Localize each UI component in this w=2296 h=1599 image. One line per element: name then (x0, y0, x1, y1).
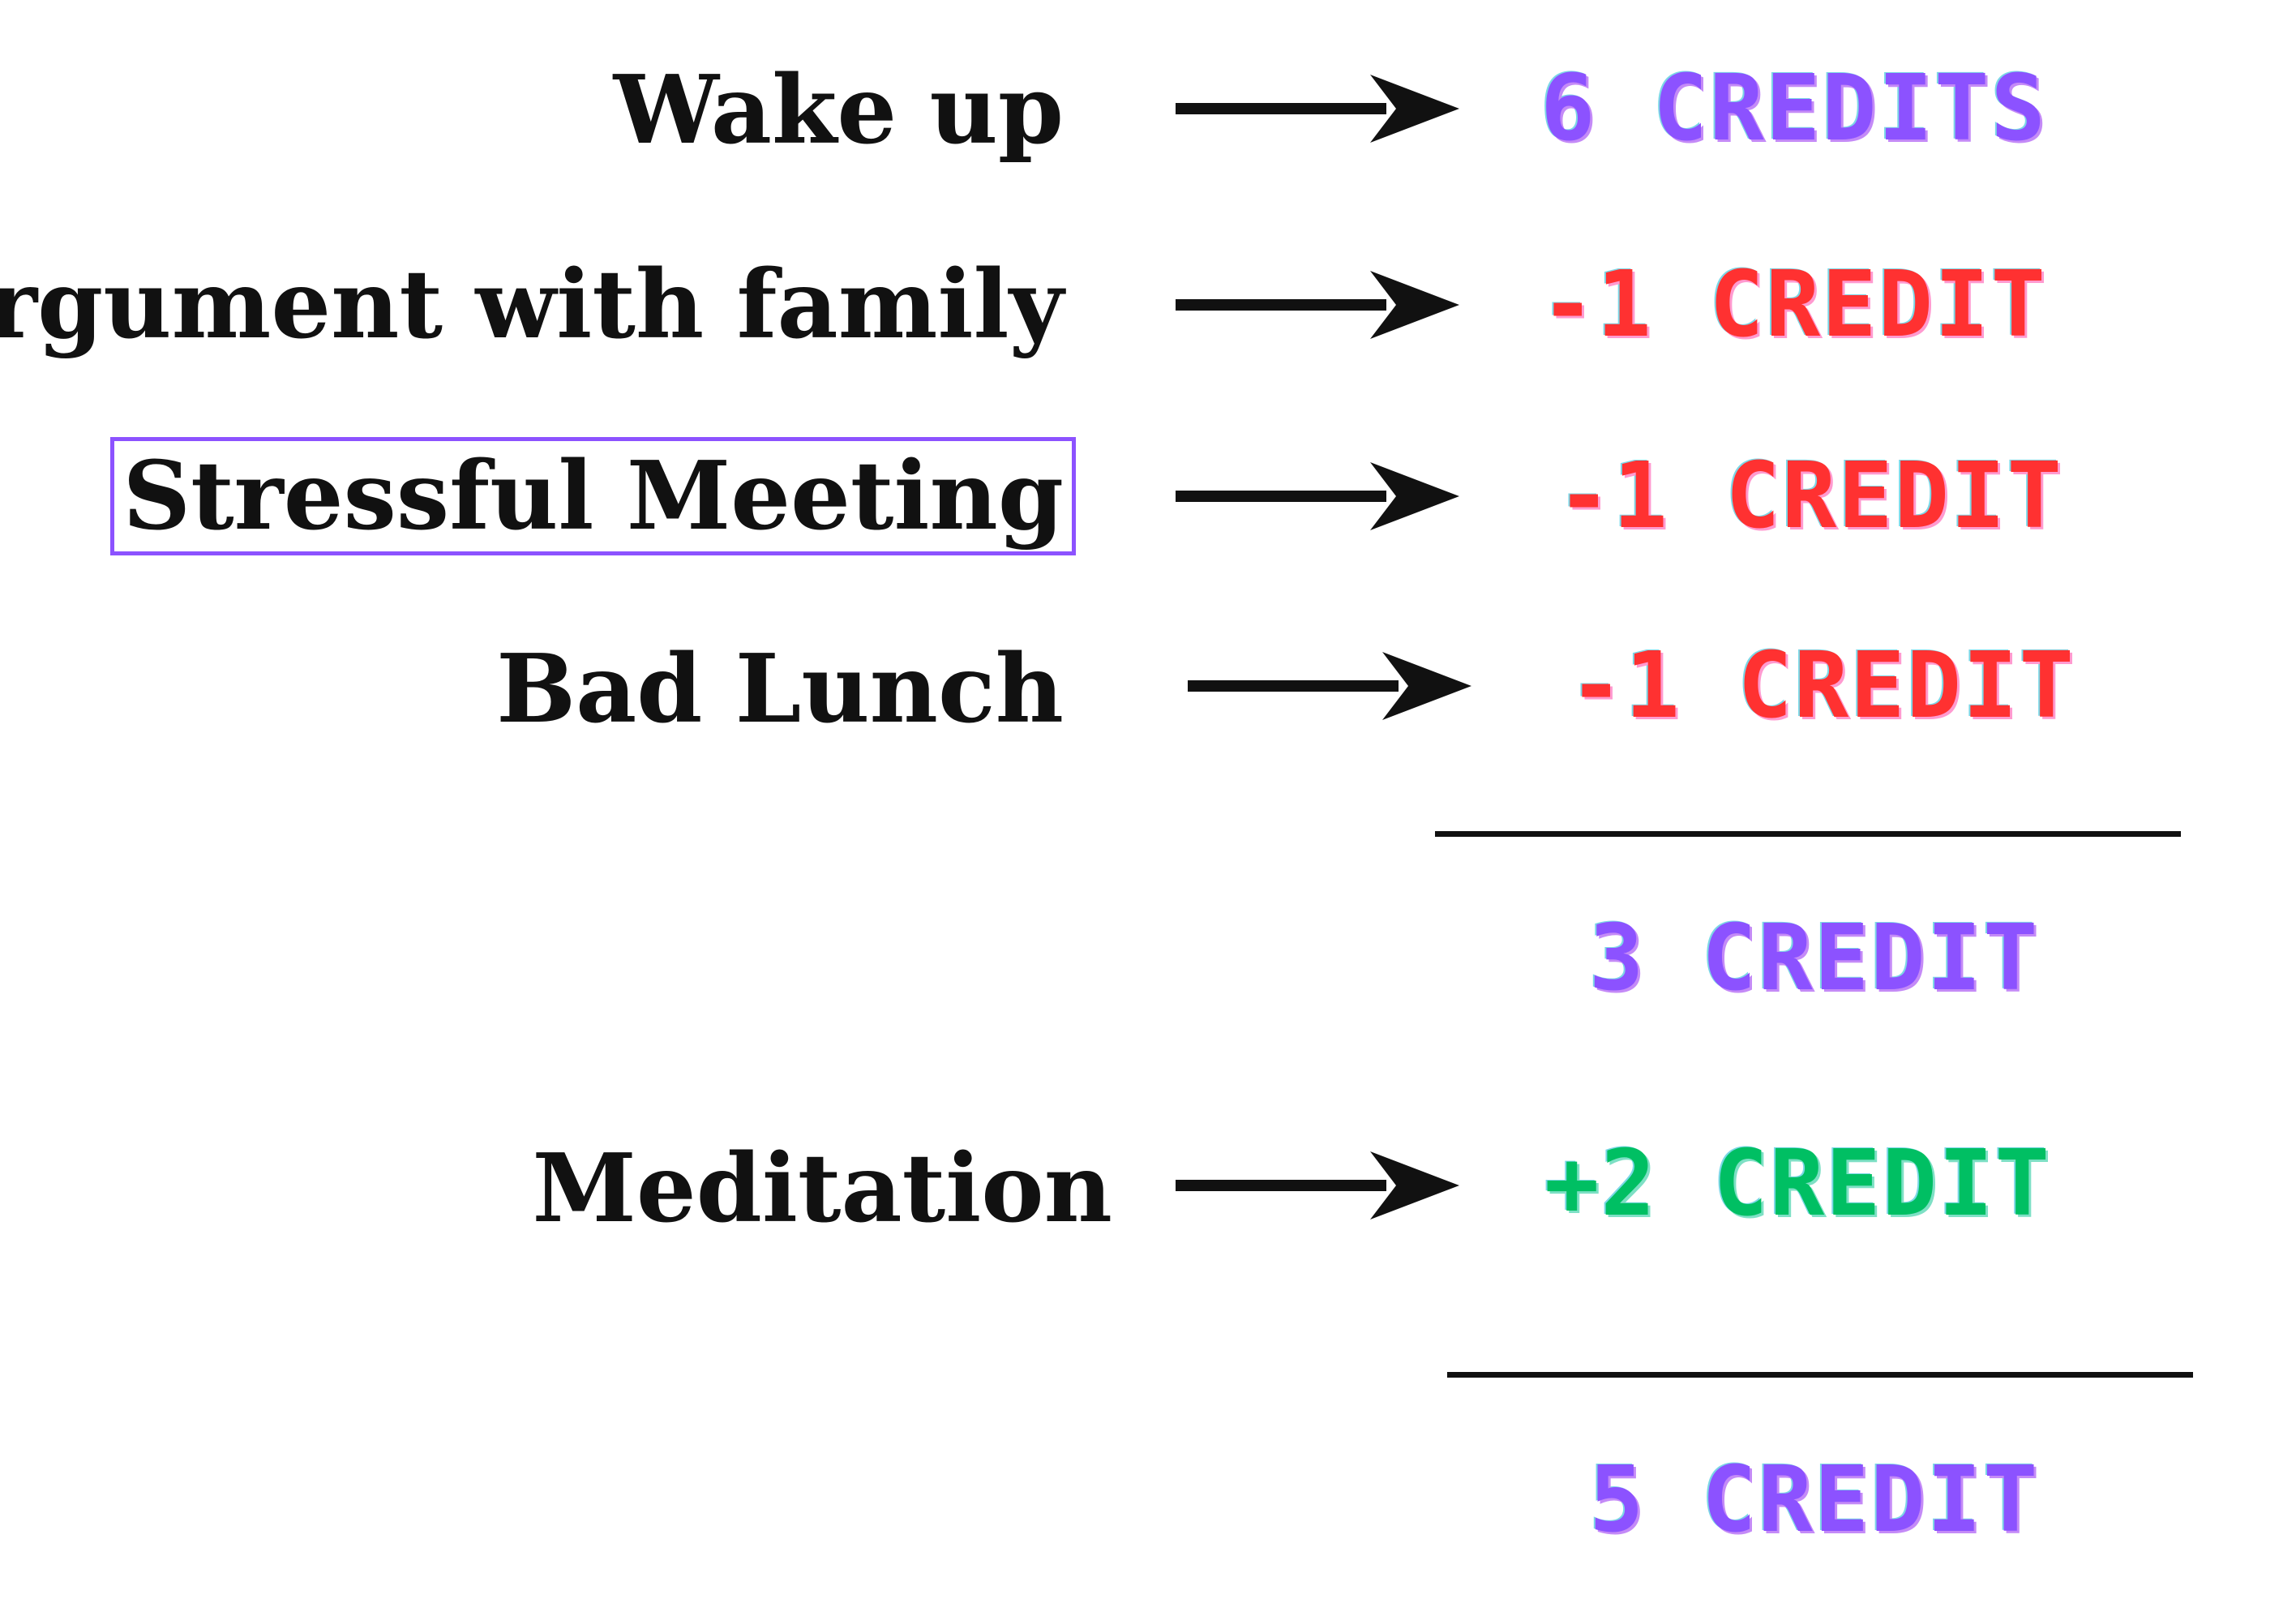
credit-value-start: 6 CREDITS (1540, 56, 2047, 161)
subtotal-value: 3 CREDIT (1589, 906, 2040, 1011)
arrow-right-icon (1176, 1151, 1459, 1220)
subtotal-divider (1435, 831, 2181, 837)
arrow-right-icon (1176, 75, 1459, 143)
total-divider (1447, 1372, 2193, 1378)
credit-value-meditation: +2 CREDIT (1544, 1131, 2051, 1237)
row-label-wake-up: Wake up (613, 55, 1064, 165)
arrow-right-icon (1188, 652, 1471, 720)
credit-value-lunch: -1 CREDIT (1569, 633, 2075, 739)
row-label-meditation: Meditation (532, 1134, 1112, 1244)
credit-value-argument: -1 CREDIT (1540, 252, 2047, 358)
row-label-argument: Argument with family (0, 250, 1064, 360)
row-label-bad-lunch: Bad Lunch (496, 634, 1064, 744)
arrow-right-icon (1176, 462, 1459, 530)
row-label-stressful-meeting: Stressful Meeting (110, 437, 1076, 555)
total-value: 5 CREDIT (1589, 1447, 2040, 1553)
arrow-right-icon (1176, 271, 1459, 339)
credit-value-meeting: -1 CREDIT (1557, 444, 2063, 549)
